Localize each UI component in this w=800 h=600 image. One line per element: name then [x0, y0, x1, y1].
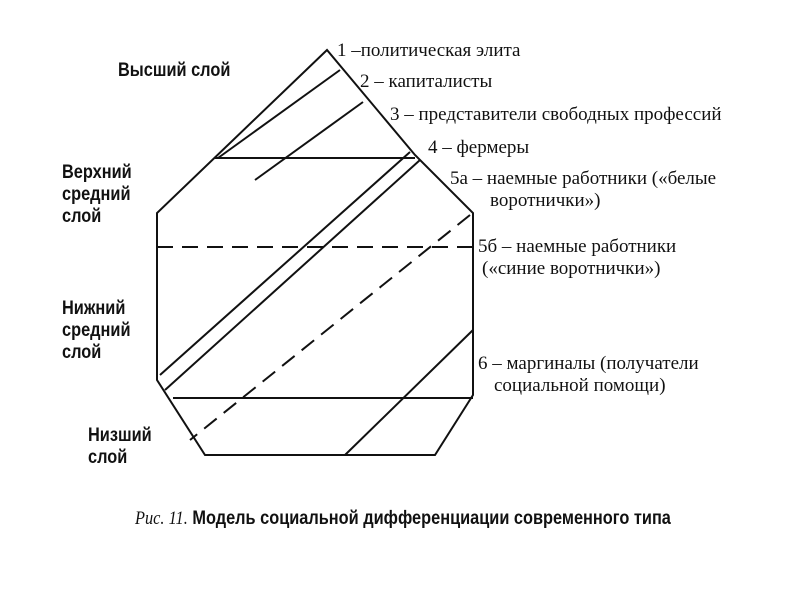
legend-item-3: 3 – представители свободных профессий: [390, 104, 722, 125]
legend-item-5a-line1: 5а – наемные работники («белые: [450, 168, 717, 189]
layer-upper-middle-line3: слой: [62, 205, 102, 227]
layer-lower-line2: слой: [88, 446, 128, 468]
legend-item-5b-line2: («синие воротнички»): [482, 257, 661, 279]
layer-lower-line1: Низший: [88, 425, 152, 446]
legend-item-5b: 5б – наемные работники («синие воротничк…: [478, 236, 676, 280]
layer-upper-label: Высший слой: [118, 60, 230, 82]
layer-upper-middle-line2: средний: [62, 183, 131, 205]
diagonal-3: [159, 151, 411, 376]
layer-upper-middle-line1: Верхний: [62, 162, 132, 183]
diagonal-5-dashed: [189, 214, 471, 441]
layer-upper-text: Высший слой: [118, 60, 231, 81]
layer-upper-middle-label: Верхний средний слой: [62, 162, 132, 228]
figure-caption-title: Модель социальной дифференциации совреме…: [192, 508, 671, 529]
legend-item-5a-line2: воротнички»): [490, 189, 601, 211]
layer-lower-middle-line1: Нижний: [62, 298, 126, 319]
legend-item-5b-line1: 5б – наемные работники: [478, 236, 677, 257]
diagonal-4: [164, 159, 421, 391]
layer-lower-middle-label: Нижний средний слой: [62, 298, 130, 364]
legend-item-2: 2 – капиталисты: [360, 71, 493, 92]
figure-caption-prefix: Рис. 11.: [135, 508, 188, 529]
legend-item-6-line1: 6 – маргиналы (получатели: [478, 353, 699, 374]
society-outline: [156, 48, 474, 456]
legend-item-1: 1 –политическая элита: [337, 40, 521, 61]
diagonal-2: [254, 101, 364, 181]
layer-lower-middle-line2: средний: [62, 319, 131, 341]
layer-lower-label: Низший слой: [88, 425, 152, 469]
figure-caption: Рис. 11. Модель социальной дифференциаци…: [135, 508, 671, 530]
diagonal-1: [217, 69, 341, 159]
legend-item-6-line2: социальной помощи): [494, 374, 666, 396]
diagonal-6: [344, 329, 474, 456]
legend-item-6: 6 – маргиналы (получатели социальной пом…: [478, 353, 699, 397]
legend-item-5a: 5а – наемные работники («белые воротничк…: [450, 168, 716, 212]
legend-item-4: 4 – фермеры: [428, 137, 530, 158]
layer-lower-middle-line3: слой: [62, 341, 102, 363]
